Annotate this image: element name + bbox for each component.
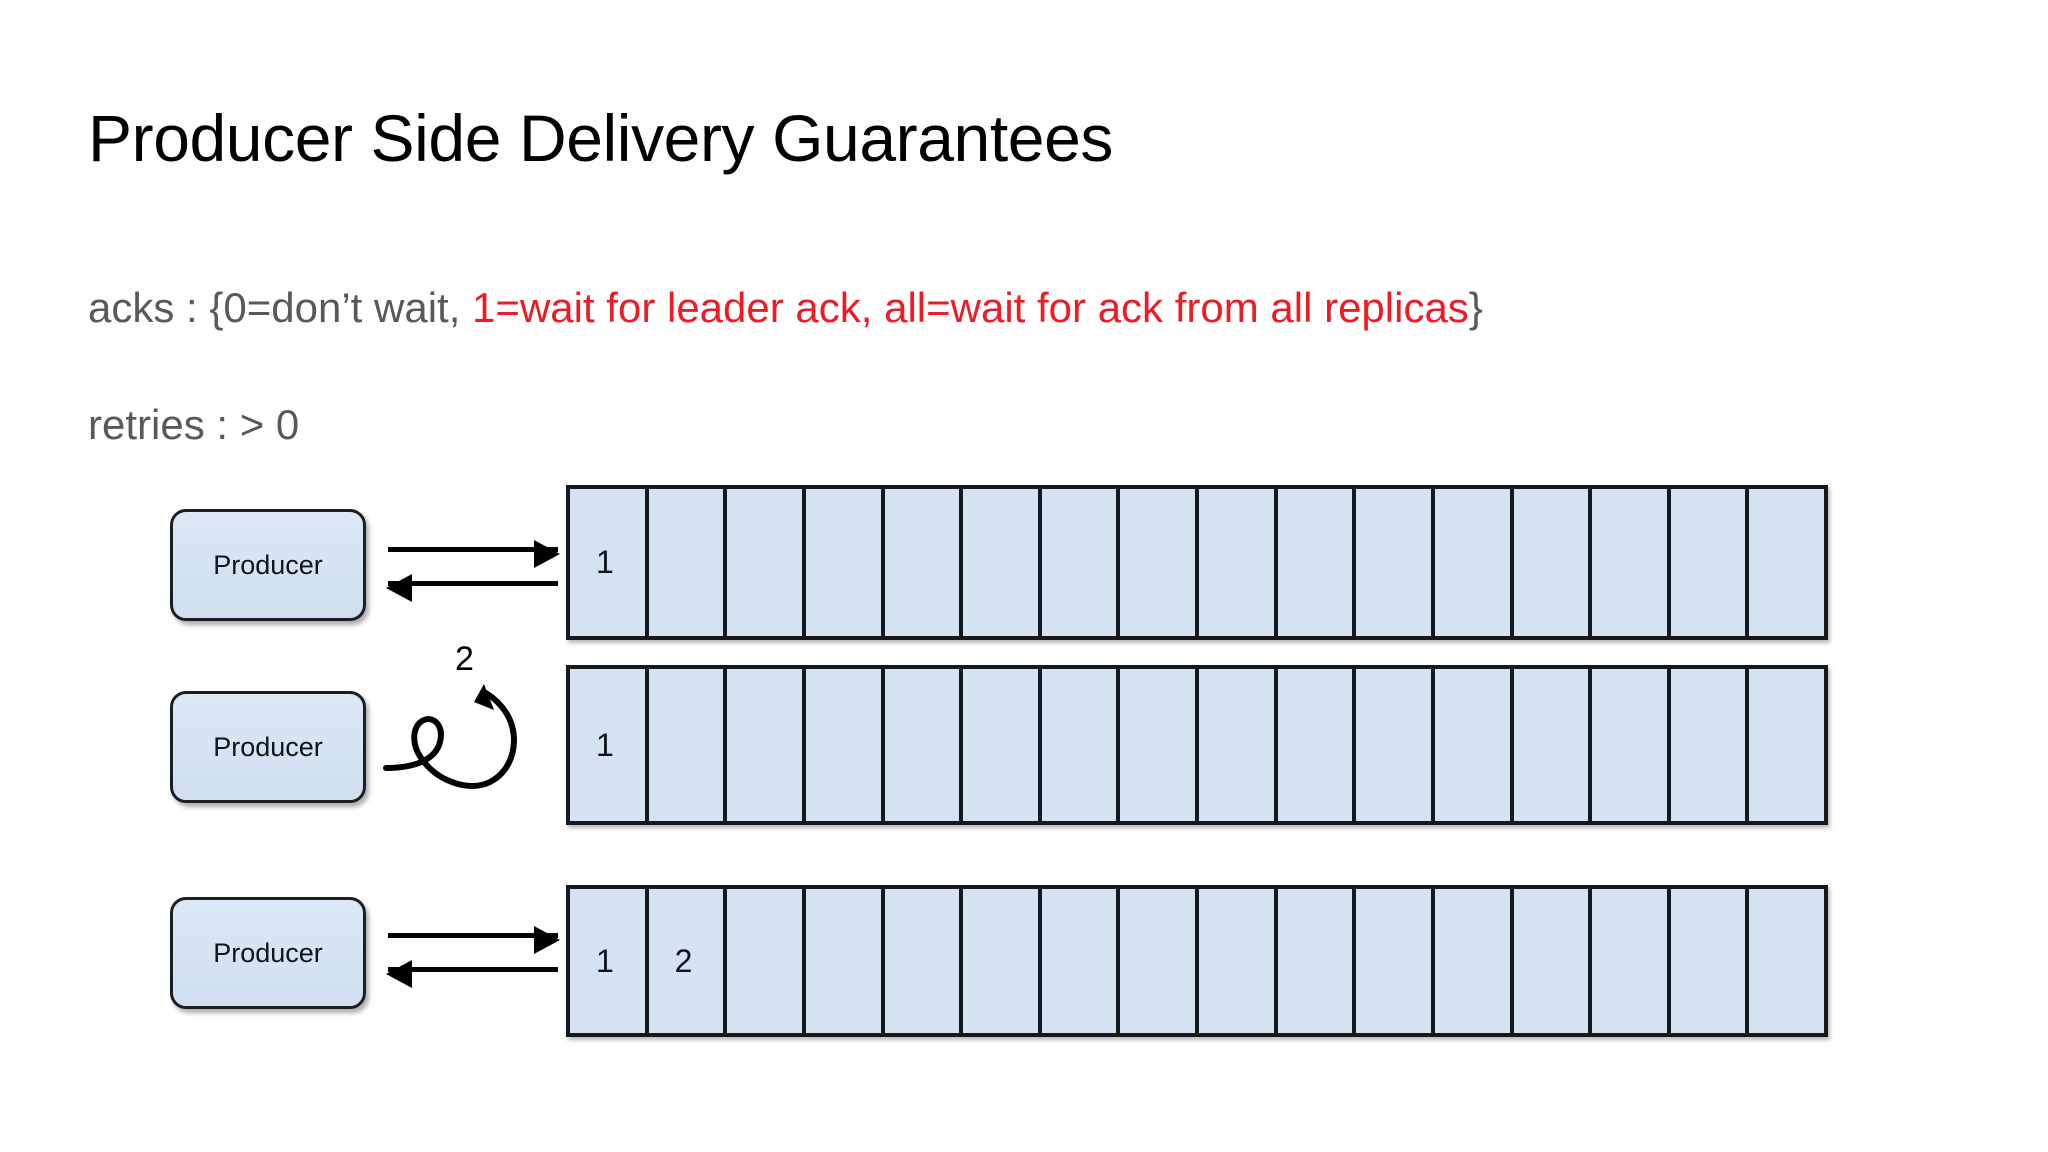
partition-cell bbox=[963, 489, 1042, 636]
retry-count-label: 2 bbox=[455, 640, 474, 678]
producer-node: Producer bbox=[170, 691, 366, 803]
arrow-ack-left-icon bbox=[386, 960, 558, 988]
partition-cell bbox=[1356, 669, 1435, 821]
partition-cell bbox=[1749, 669, 1824, 821]
partition-cell bbox=[1199, 889, 1278, 1033]
partition-cell bbox=[963, 669, 1042, 821]
page-title: Producer Side Delivery Guarantees bbox=[88, 101, 1113, 175]
acks-highlight-text: 1=wait for leader ack, all=wait for ack … bbox=[472, 284, 1469, 331]
partition-cell bbox=[1277, 489, 1357, 636]
partition-cell bbox=[1356, 889, 1435, 1033]
partition-cell: 1 bbox=[570, 669, 649, 821]
partition-cell bbox=[1277, 669, 1357, 821]
partition-cell bbox=[1592, 669, 1671, 821]
partition-cell bbox=[1041, 669, 1121, 821]
partition-cell bbox=[1513, 669, 1593, 821]
partition-cell bbox=[1592, 889, 1671, 1033]
retry-loop-arrow-icon bbox=[383, 684, 517, 789]
partition-cell bbox=[727, 489, 806, 636]
acks-prefix-text: acks : {0=don’t wait, bbox=[88, 284, 473, 331]
partition-cell bbox=[1749, 889, 1824, 1033]
partition-cell bbox=[1199, 669, 1278, 821]
producer-label: Producer bbox=[213, 937, 323, 968]
partition-log-row-2: 1 bbox=[566, 665, 1828, 825]
partition-cell bbox=[884, 489, 964, 636]
partition-cell bbox=[1434, 669, 1514, 821]
partition-cell bbox=[1513, 889, 1593, 1033]
partition-cell bbox=[1670, 489, 1750, 636]
partition-cell bbox=[648, 669, 728, 821]
partition-cell bbox=[727, 889, 806, 1033]
bidirectional-arrow bbox=[386, 925, 560, 988]
partition-cell bbox=[805, 669, 885, 821]
partition-log-row-1: 1 bbox=[566, 485, 1828, 640]
partition-cell bbox=[727, 669, 806, 821]
partition-cell: 1 bbox=[570, 489, 649, 636]
partition-cell bbox=[1120, 489, 1199, 636]
retries-config-line: retries : > 0 bbox=[88, 401, 300, 448]
arrow-send-right-icon bbox=[388, 540, 560, 568]
partition-cell bbox=[1041, 489, 1121, 636]
producer-node: Producer bbox=[170, 897, 366, 1009]
partition-cell bbox=[805, 489, 885, 636]
acks-suffix-text: } bbox=[1468, 284, 1483, 331]
partition-cell bbox=[805, 889, 885, 1033]
acks-config-line: acks : {0=don’t wait, 1=wait for leader … bbox=[88, 283, 1483, 333]
producer-label: Producer bbox=[213, 549, 323, 580]
partition-cell bbox=[1434, 489, 1514, 636]
arrowhead-left-icon bbox=[386, 574, 412, 602]
bidirectional-arrow bbox=[386, 539, 560, 602]
partition-cell bbox=[1670, 889, 1750, 1033]
arrow-send-right-icon bbox=[388, 926, 560, 954]
partition-cell bbox=[1434, 889, 1514, 1033]
arrowhead-right-icon bbox=[534, 540, 560, 568]
partition-cell bbox=[1041, 889, 1121, 1033]
partition-cell bbox=[1120, 889, 1199, 1033]
partition-cell bbox=[1120, 669, 1199, 821]
partition-cell bbox=[1356, 489, 1435, 636]
partition-cell bbox=[648, 489, 728, 636]
partition-cell bbox=[1199, 489, 1278, 636]
producer-label: Producer bbox=[213, 731, 323, 762]
arrow-ack-left-icon bbox=[386, 574, 558, 602]
partition-cell: 2 bbox=[648, 889, 728, 1033]
partition-cell bbox=[1277, 889, 1357, 1033]
arrowhead-left-icon bbox=[386, 960, 412, 988]
arrowhead-right-icon bbox=[534, 926, 560, 954]
partition-cell bbox=[1749, 489, 1824, 636]
partition-cell bbox=[1592, 489, 1671, 636]
partition-cell bbox=[884, 889, 964, 1033]
partition-cell bbox=[1513, 489, 1593, 636]
partition-cell bbox=[1670, 669, 1750, 821]
partition-cell: 1 bbox=[570, 889, 649, 1033]
producer-node: Producer bbox=[170, 509, 366, 621]
partition-cell bbox=[884, 669, 964, 821]
partition-cell bbox=[963, 889, 1042, 1033]
